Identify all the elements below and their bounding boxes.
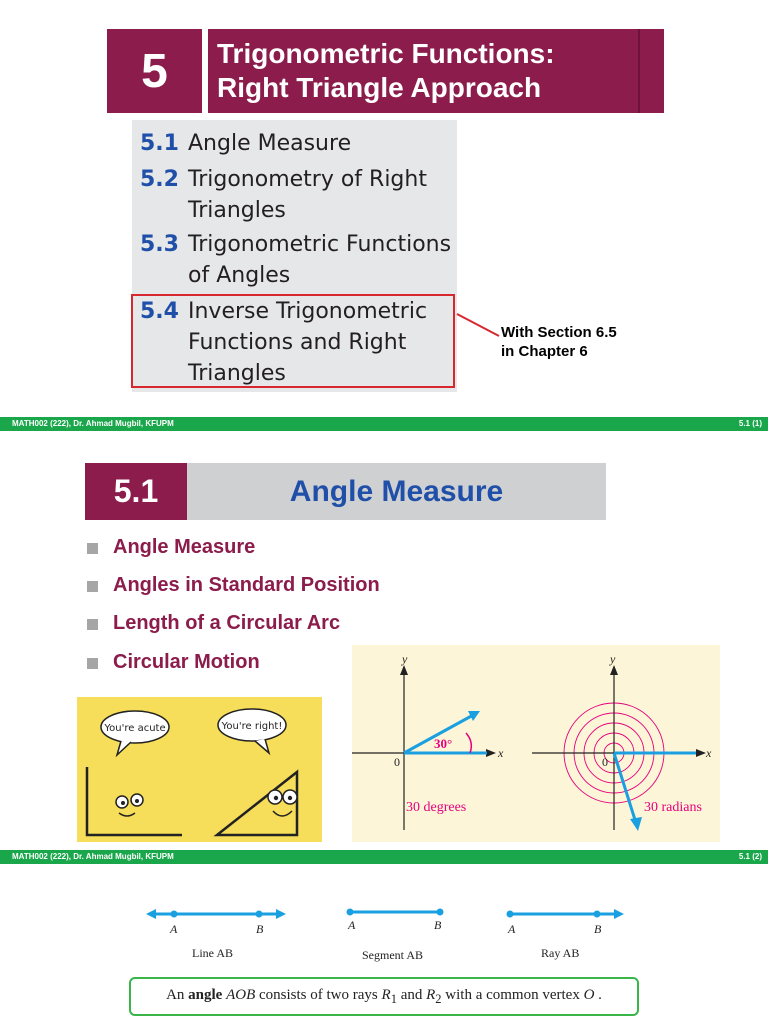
chapter-number: 5	[141, 44, 168, 98]
line-figures	[146, 908, 624, 919]
toc-text: Angle Measure	[188, 131, 352, 156]
toc-text: Triangles	[188, 361, 286, 386]
right-x-label: x	[705, 746, 712, 760]
def-ray2-sub: 2	[435, 991, 442, 1006]
bullet-text: Circular Motion	[113, 651, 260, 673]
bullet-text: Angle Measure	[113, 536, 256, 558]
chapter-header: 5 Trigonometric Functions: Right Triangl…	[107, 29, 664, 113]
highlight-box	[131, 294, 455, 388]
left-origin-label: 0	[394, 755, 400, 769]
angle-cartoon: You're acute You're right!	[77, 697, 322, 842]
slide-footer: MATH002 (222), Dr. Ahmad Mugbil, KFUPM 5…	[0, 417, 768, 431]
angle-graphs: y x 0 30° 30 degrees y x 0 30 radians	[352, 645, 720, 842]
def-text: with a common vertex	[441, 986, 584, 1003]
table-of-contents: 5.1 Angle Measure 5.2 Trigonometry of Ri…	[132, 120, 457, 392]
callout-line1: With Section 6.5	[501, 324, 617, 341]
figure-caption: Segment AB	[362, 948, 424, 962]
footer-course: MATH002 (222), Dr. Ahmad Mugbil, KFUPM	[12, 419, 174, 428]
point-b-label: B	[594, 922, 602, 936]
chapter-title-line2: Right Triangle Approach	[217, 72, 542, 103]
def-ray2: R	[426, 986, 436, 1003]
point-a-label: A	[170, 922, 178, 936]
def-angle-name: AOB	[226, 986, 256, 1003]
section-header: 5.1 Angle Measure	[85, 463, 606, 520]
bubble-right-text: You're right!	[221, 721, 283, 732]
bubble-left-text: You're acute	[103, 723, 165, 734]
toc-number: 5.3	[140, 232, 179, 257]
right-y-label: y	[609, 652, 616, 666]
toc-text: Functions and Right	[188, 330, 407, 355]
chapter-title-line1: Trigonometric Functions:	[217, 38, 555, 69]
bullet-square-icon	[87, 543, 98, 554]
def-text: and	[396, 986, 427, 1003]
point-a-label: A	[348, 918, 356, 932]
header-divider	[202, 29, 208, 113]
def-text: .	[594, 986, 602, 1003]
footer-course: MATH002 (222), Dr. Ahmad Mugbil, KFUPM	[12, 852, 174, 861]
section-number: 5.1	[85, 463, 187, 520]
figure-caption: Line AB	[192, 946, 233, 960]
bullet-text: Length of a Circular Arc	[113, 612, 341, 634]
def-vertex: O	[583, 986, 595, 1003]
def-term: angle	[188, 986, 223, 1003]
section-title: Angle Measure	[289, 474, 504, 508]
toc-text: Triangles	[188, 198, 286, 223]
angle-definition: An angle AOB consists of two rays R1 and…	[129, 977, 639, 1016]
right-caption: 30 radians	[644, 800, 702, 815]
def-text: An	[166, 986, 189, 1003]
footer-slide-number: 5.1 (2)	[738, 852, 762, 861]
point-b-label: B	[434, 918, 442, 932]
angle-label: 30°	[434, 736, 452, 751]
slide-footer: MATH002 (222), Dr. Ahmad Mugbil, KFUPM 5…	[0, 850, 768, 864]
callout-note: With Section 6.5 in Chapter 6	[501, 323, 617, 361]
toc-number: 5.1	[140, 131, 179, 156]
bullet-square-icon	[87, 658, 98, 669]
toc-text: Inverse Trigonometric	[188, 299, 428, 324]
def-ray1-sub: 1	[390, 991, 397, 1006]
toc-text: Trigonometric Functions	[188, 232, 452, 257]
toc-text: Trigonometry of Right	[188, 167, 427, 192]
toc-number: 5.2	[140, 167, 179, 192]
right-origin-label: 0	[602, 755, 608, 769]
point-b-label: B	[256, 922, 264, 936]
point-a-label: A	[508, 922, 516, 936]
toc-number: 5.4	[140, 299, 179, 324]
left-caption: 30 degrees	[406, 800, 466, 815]
bullet-text: Angles in Standard Position	[113, 574, 380, 596]
speech-bubble-left	[100, 710, 170, 744]
header-divider-right	[638, 29, 640, 113]
bullet-square-icon	[87, 619, 98, 630]
left-y-label: y	[401, 652, 408, 666]
footer-slide-number: 5.1 (1)	[738, 419, 762, 428]
def-ray1: R	[381, 986, 391, 1003]
callout-line2: in Chapter 6	[501, 343, 588, 360]
left-x-label: x	[497, 746, 504, 760]
speech-bubble-right	[217, 708, 287, 742]
chapter-title: Trigonometric Functions: Right Triangle …	[217, 37, 555, 105]
figure-caption: Ray AB	[541, 946, 580, 960]
bullet-square-icon	[87, 581, 98, 592]
callout-line	[456, 313, 500, 337]
def-text: consists of two rays	[255, 986, 382, 1003]
toc-text: of Angles	[188, 263, 291, 288]
